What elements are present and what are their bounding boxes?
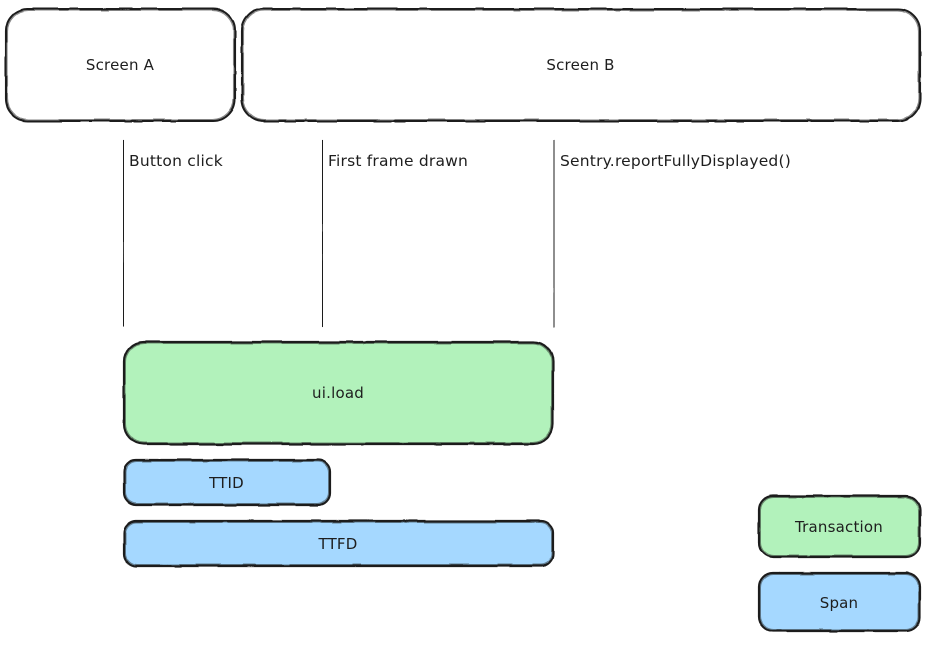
marker-line-1 [321,139,324,328]
legend-swatch-span [757,571,922,633]
legend-swatch-transaction [757,494,922,559]
bar-ui-load [122,340,555,446]
screen-b-label: Screen B [546,56,615,74]
legend-label-transaction: Transaction [794,518,883,536]
screen-b-box [240,7,922,123]
marker-label-button-click: Button click [129,152,223,170]
bar-label-ui-load: ui.load [312,384,364,402]
bar-label-ttfd: TTFD [318,535,358,553]
marker-label-first-frame-drawn: First frame drawn [328,152,469,170]
screen-a-box [4,7,237,123]
bar-ttid [122,458,332,507]
legend-label-span: Span [819,594,859,612]
screen-a-label: Screen A [85,56,155,74]
bar-ttfd [122,519,555,568]
marker-line-2 [552,139,556,328]
bar-label-ttid: TTID [209,474,244,492]
marker-label-report-fully-displayed: Sentry.reportFullyDisplayed() [560,152,791,170]
